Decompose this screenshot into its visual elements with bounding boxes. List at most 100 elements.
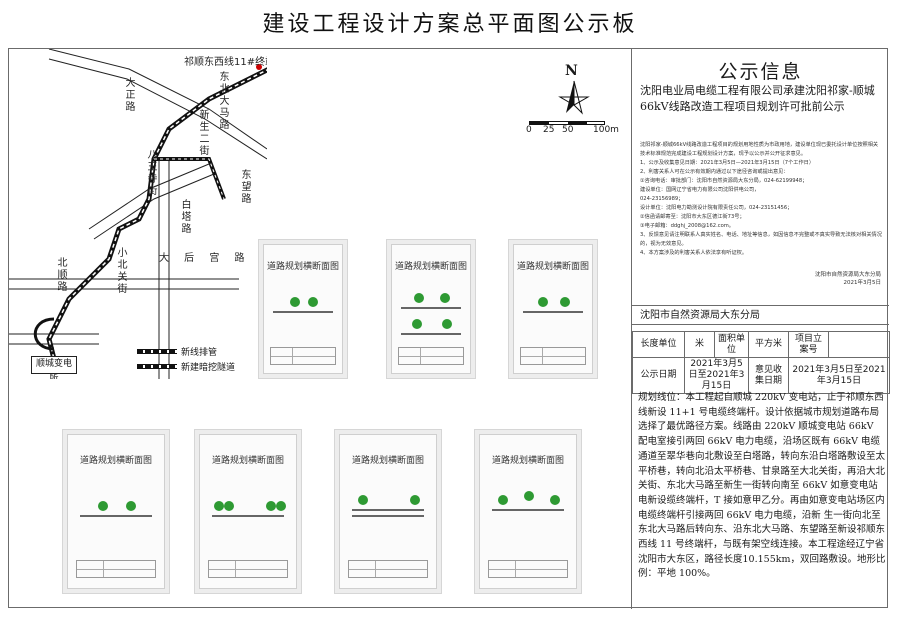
tree-icon	[276, 501, 286, 511]
legend-row-existing: 新线排管	[137, 345, 235, 358]
scale-bar	[529, 121, 605, 125]
road-label-beishun: 北顺路	[55, 257, 66, 293]
cross-section-sheet-5: 道路规划横断面图	[199, 434, 297, 589]
road-line	[273, 311, 333, 313]
notice-paragraph: 建设单位：国网辽宁省电力有限公司沈阳供电公司，	[640, 187, 760, 193]
notice-heading: 公示信息	[718, 61, 803, 83]
road-line	[401, 333, 461, 335]
tree-icon	[560, 297, 570, 307]
sheet-title: 道路规划横断面图	[351, 456, 424, 466]
tree-icon	[524, 491, 534, 501]
tree-icon	[290, 297, 300, 307]
road-line	[351, 515, 425, 517]
endpoint-label: 祁顺东西线11#终端杆	[184, 57, 267, 68]
notice-paragraph: 设计单位：沈阳电力勘测设计院有限责任公司，024-23151456；	[640, 205, 793, 211]
notice-paragraph: ②信函请邮寄至：沈阳市大东区德江街73号；	[640, 214, 745, 220]
scale-label-25: 25	[543, 125, 555, 135]
sign-org: 沈阳市自然资源局大东分局	[814, 272, 881, 278]
scale-label-50: 50	[562, 125, 574, 135]
legend-existing-label: 新线排管	[181, 348, 218, 358]
north-label: N	[565, 63, 578, 79]
sign-date: 2021年3月5日	[843, 280, 882, 286]
opinion-date-label: 意见收集日期	[748, 357, 789, 394]
tree-icon	[442, 319, 452, 329]
title-block	[487, 560, 569, 578]
info-table: 长度单位 米 面积单位 平方米 项目立案号 公示日期 2021年3月5日至202…	[632, 331, 890, 394]
road-label-dahoucheng: 大 后 宫 路	[159, 253, 251, 264]
route-map: 祁顺东西线11#终端杆 大正路 东北大马路 新生二街 东望路 八王寺街 白塔路 …	[9, 49, 267, 379]
cross-section-sheet-4: 道路规划横断面图	[67, 434, 165, 589]
road-label-dazheng: 大正路	[123, 77, 134, 113]
table-row: 公示日期 2021年3月5日至2021年3月15日 意见收集日期 2021年3月…	[632, 357, 890, 394]
title-block	[75, 560, 157, 578]
sheet-title: 道路规划横断面图	[491, 456, 564, 466]
route-map-svg	[9, 49, 267, 379]
notice-board: 祁顺东西线11#终端杆 大正路 东北大马路 新生二街 东望路 八王寺街 白塔路 …	[8, 48, 890, 609]
road-line	[211, 515, 285, 517]
agency-name: 沈阳市自然资源局大东分局	[632, 305, 889, 325]
cross-section-sheet-6: 道路规划横断面图	[339, 434, 437, 589]
title-block	[347, 560, 429, 578]
road-line	[491, 509, 565, 511]
title-block	[207, 560, 289, 578]
notice-paragraph: ①咨询电话：审批部门：沈阳市自然资源局大东分局，024-62199948；	[640, 178, 808, 184]
area-unit-value: 平方米	[748, 331, 789, 358]
road-label-xiaobei: 小北关街	[115, 247, 126, 295]
area-unit-label: 面积单位	[714, 331, 749, 358]
title-block	[398, 347, 464, 365]
sheet-title: 道路规划横断面图	[394, 262, 467, 272]
road-label-baodong: 八王寺街	[145, 149, 156, 197]
road-line	[523, 311, 583, 313]
legend-row-new: 新建暗挖隧道	[137, 360, 235, 373]
notice-paragraph: 4、本方案涉及的利害关系人依法享有听证权。	[640, 250, 748, 256]
notice-body: 沈阳祁家-顺城66kV线路改造工程项目的规划用地性质为市政用地，建设单位现已委托…	[640, 141, 882, 258]
road-label-baigong: 白塔路	[179, 199, 190, 235]
sheet-title: 道路规划横断面图	[516, 262, 589, 272]
cross-section-sheet-7: 道路规划横断面图	[479, 434, 577, 589]
length-unit-value: 米	[684, 331, 715, 358]
opinion-date-value: 2021年3月5日至2021年3月15日	[788, 357, 890, 394]
tree-icon	[214, 501, 224, 511]
tree-icon	[440, 293, 450, 303]
cross-section-sheet-2: 道路规划横断面图	[391, 244, 471, 374]
road-line	[401, 307, 461, 309]
road-line	[79, 515, 153, 517]
tree-icon	[412, 319, 422, 329]
tree-icon	[224, 501, 234, 511]
notice-date-label: 公示日期	[632, 357, 685, 394]
tree-icon	[308, 297, 318, 307]
north-arrow-icon	[558, 80, 590, 115]
legend-new-label: 新建暗挖隧道	[181, 363, 236, 373]
tree-icon	[98, 501, 108, 511]
tree-icon	[266, 501, 276, 511]
sheet-title: 道路规划横断面图	[211, 456, 284, 466]
legend-existing-swatch	[137, 349, 177, 354]
project-no-value	[828, 331, 890, 358]
tree-icon	[126, 501, 136, 511]
station-label: 顺城变电所	[31, 356, 77, 379]
length-unit-label: 长度单位	[632, 331, 685, 358]
legend-new-swatch	[137, 364, 177, 369]
sheet-title: 道路规划横断面图	[266, 262, 339, 272]
notice-paragraph: 1、公示及收集意见日期：2021年3月5日—2021年3月15日（7个工作日）	[640, 160, 815, 166]
road-label-mountain: 东北大马路	[217, 71, 228, 131]
cross-section-sheet-1: 道路规划横断面图	[263, 244, 343, 374]
notice-paragraph: ③电子邮箱：ddghj_2008@162.com。	[640, 223, 734, 229]
tree-icon	[498, 495, 508, 505]
road-label-xinsheng: 新生二街	[197, 109, 208, 157]
tree-icon	[414, 293, 424, 303]
title-block	[270, 347, 336, 365]
tree-icon	[410, 495, 420, 505]
road-label-wanhuan: 东望路	[239, 169, 250, 205]
tree-icon	[538, 297, 548, 307]
sheet-title: 道路规划横断面图	[79, 456, 152, 466]
tree-icon	[358, 495, 368, 505]
road-line	[351, 509, 425, 511]
scale-label-100: 100m	[593, 125, 619, 135]
tree-icon	[550, 495, 560, 505]
table-row: 长度单位 米 面积单位 平方米 项目立案号	[632, 331, 890, 358]
notice-date-value: 2021年3月5日至2021年3月15日	[684, 357, 749, 394]
cross-section-sheet-3: 道路规划横断面图	[513, 244, 593, 374]
route-description: 规划线位：本工程起自顺城 220kV 变电站，止于祁顺东西线新设 11+1 号电…	[638, 392, 886, 580]
notice-panel: 公示信息 沈阳电业局电缆工程有限公司承建沈阳祁家-顺城66kV线路改造工程项目规…	[631, 49, 890, 609]
